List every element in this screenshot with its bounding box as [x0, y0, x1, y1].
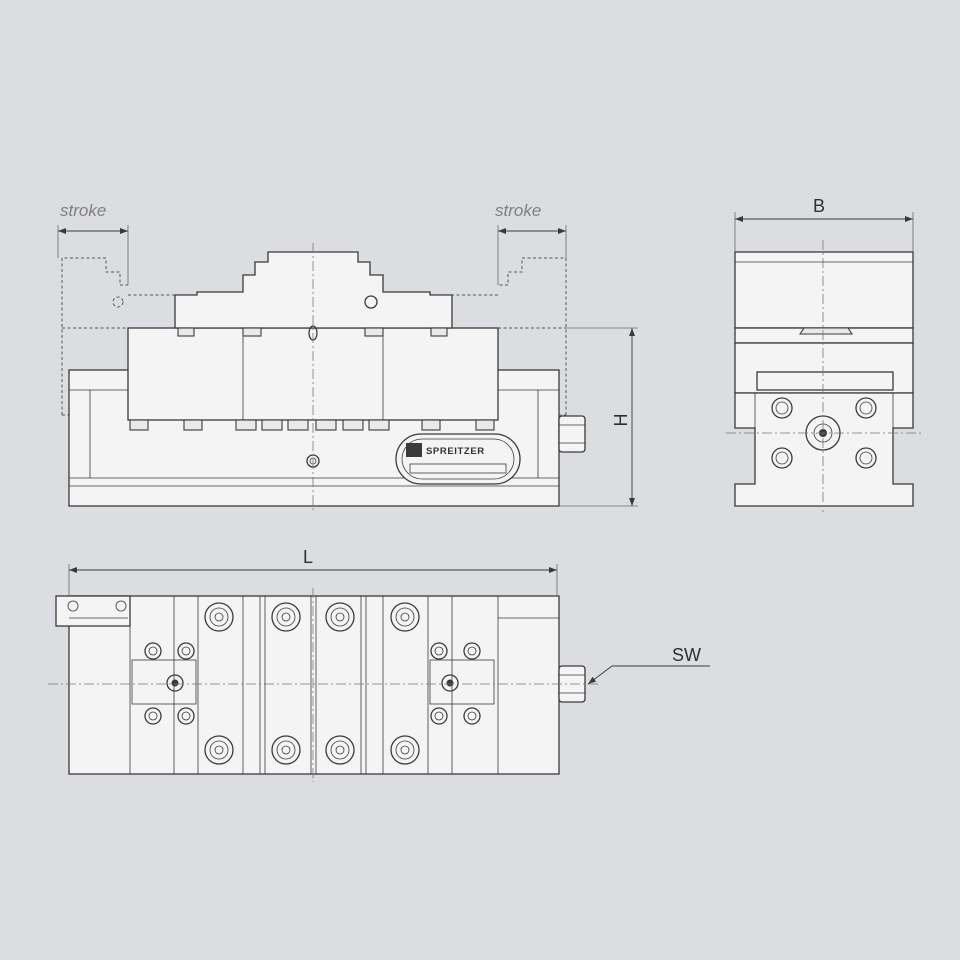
- stroke-label-left: stroke: [60, 201, 106, 220]
- nameplate: SPREITZER: [395, 433, 521, 485]
- spindle-hex-front: [558, 415, 586, 453]
- jaw-bolts-top: [204, 602, 420, 765]
- width-label: B: [813, 196, 825, 216]
- length-label: L: [303, 547, 313, 567]
- top-view: L SW: [48, 547, 710, 782]
- slide-pads-front: [129, 419, 495, 431]
- nameplate-brand: SPREITZER: [426, 446, 485, 457]
- height-label: H: [611, 414, 631, 427]
- front-view: SPREITZER stroke stroke H: [57, 201, 638, 512]
- stroke-label-right: stroke: [495, 201, 541, 220]
- wrench-size-label: SW: [672, 645, 701, 665]
- stepped-jaws-front: [174, 251, 453, 329]
- guide-bolts-top: [144, 642, 481, 725]
- side-bolt-holes: [771, 397, 877, 469]
- side-view: B: [726, 196, 922, 512]
